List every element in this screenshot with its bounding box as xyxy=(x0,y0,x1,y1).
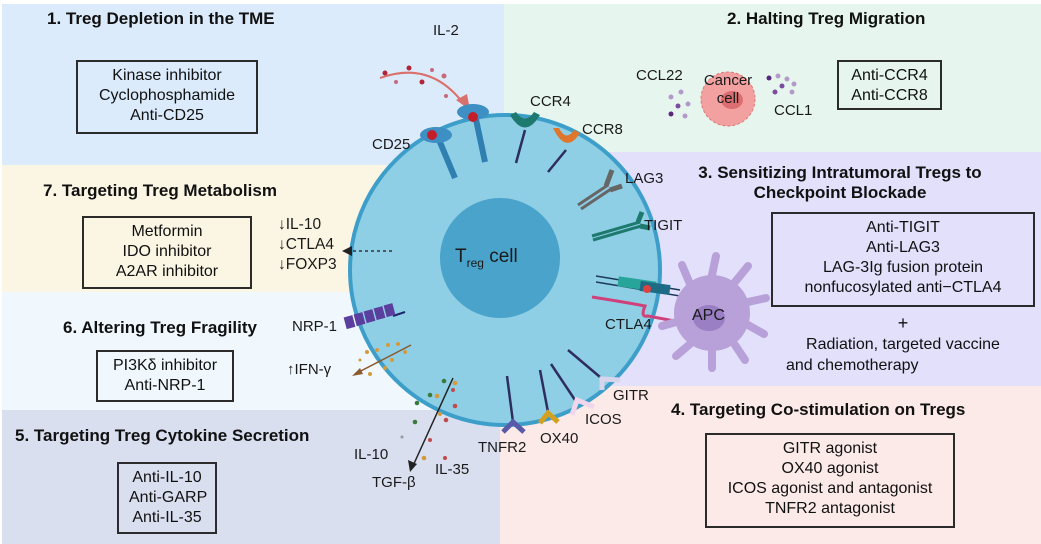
cancer-cell-label: Cancer cell xyxy=(703,72,753,107)
tnfr2-label: TNFR2 xyxy=(478,439,527,456)
il2-label: IL-2 xyxy=(433,22,459,39)
effect-ctla4: ↓CTLA4 xyxy=(278,236,334,253)
drug-item: Anti-CCR4 xyxy=(851,67,928,84)
panel-5-title: 5. Targeting Treg Cytokine Secretion xyxy=(15,426,310,445)
drug-item: Anti-LAG3 xyxy=(866,239,940,256)
drug-item: Anti-GARP xyxy=(129,489,208,506)
panel-7-drug-box: Metformin IDO inhibitor A2AR inhibitor xyxy=(82,216,252,289)
drug-item: IDO inhibitor xyxy=(122,243,212,260)
panel-2-title: 2. Halting Treg Migration xyxy=(727,9,926,28)
drug-item: OX40 agonist xyxy=(781,460,879,477)
drug-item: Metformin xyxy=(131,223,203,240)
drug-item: Kinase inhibitor xyxy=(112,67,222,84)
panel-2-drug-box: Anti-CCR4 Anti-CCR8 xyxy=(837,60,942,110)
drug-item: Cyclophosphamide xyxy=(98,87,236,104)
lag3-label: LAG3 xyxy=(625,170,664,187)
ccr8-label: CCR8 xyxy=(582,121,623,138)
ccl1-label: CCL1 xyxy=(774,102,813,119)
panel-3-drug-box: Anti-TIGIT Anti-LAG3 LAG-3Ig fusion prot… xyxy=(771,212,1035,307)
drug-item: Anti-CD25 xyxy=(130,107,204,124)
panel-4-drug-box: GITR agonist OX40 agonist ICOS agonist a… xyxy=(705,433,955,528)
tgfb-label: TGF-β xyxy=(372,474,416,491)
cd25-label: CD25 xyxy=(372,136,411,153)
drug-item: TNFR2 antagonist xyxy=(765,500,895,517)
drug-item: PI3Kδ inhibitor xyxy=(112,357,218,374)
icos-label: ICOS xyxy=(585,411,622,428)
drug-item: Anti-CCR8 xyxy=(851,87,928,104)
metabolism-effects: ↓IL-10 ↓CTLA4 ↓FOXP3 xyxy=(278,215,337,275)
drug-item: Anti-IL-35 xyxy=(132,509,202,526)
effect-foxp3: ↓FOXP3 xyxy=(278,256,337,273)
ifng-label: ↑IFN-γ xyxy=(287,361,332,378)
treg-cell-label: Treg cell xyxy=(455,246,518,270)
il10-label: IL-10 xyxy=(354,446,389,463)
panel-6-title: 6. Altering Treg Fragility xyxy=(63,318,257,337)
tigit-label: TIGIT xyxy=(644,217,683,234)
ctla4-label: CTLA4 xyxy=(605,316,652,333)
panel-1-title: 1. Treg Depletion in the TME xyxy=(47,9,275,28)
drug-item: nonfucosylated anti−CTLA4 xyxy=(804,279,1002,296)
ccl22-label: CCL22 xyxy=(636,67,683,84)
ccr4-label: CCR4 xyxy=(530,93,571,110)
ox40-label: OX40 xyxy=(540,430,579,447)
panel-treg-fragility xyxy=(2,292,504,410)
panel-1-drug-box: Kinase inhibitor Cyclophosphamide Anti-C… xyxy=(76,60,258,134)
apc-label: APC xyxy=(692,307,725,324)
drug-item: ICOS agonist and antagonist xyxy=(727,480,933,497)
panel-7-title: 7. Targeting Treg Metabolism xyxy=(43,181,277,200)
effect-il10: ↓IL-10 xyxy=(278,216,322,233)
panel-5-drug-box: Anti-IL-10 Anti-GARP Anti-IL-35 xyxy=(117,462,217,534)
drug-item: Anti-TIGIT xyxy=(866,219,940,236)
panel-4-title: 4. Targeting Co-stimulation on Tregs xyxy=(671,400,966,419)
drug-item: A2AR inhibitor xyxy=(115,263,219,280)
il35-label: IL-35 xyxy=(435,461,470,478)
combo-therapy-text: + Radiation, targeted vaccine and chemot… xyxy=(786,313,1000,374)
drug-item: GITR agonist xyxy=(782,440,878,457)
nrp1-label: NRP-1 xyxy=(292,318,338,335)
drug-item: Anti-IL-10 xyxy=(132,469,202,486)
panel-3-title: 3. Sensitizing Intratumoral Tregs to Che… xyxy=(698,163,982,202)
drug-item: LAG-3Ig fusion protein xyxy=(822,259,984,276)
gitr-label: GITR xyxy=(613,387,649,404)
drug-item: Anti-NRP-1 xyxy=(124,377,206,394)
panel-6-drug-box: PI3Kδ inhibitor Anti-NRP-1 xyxy=(96,350,234,402)
